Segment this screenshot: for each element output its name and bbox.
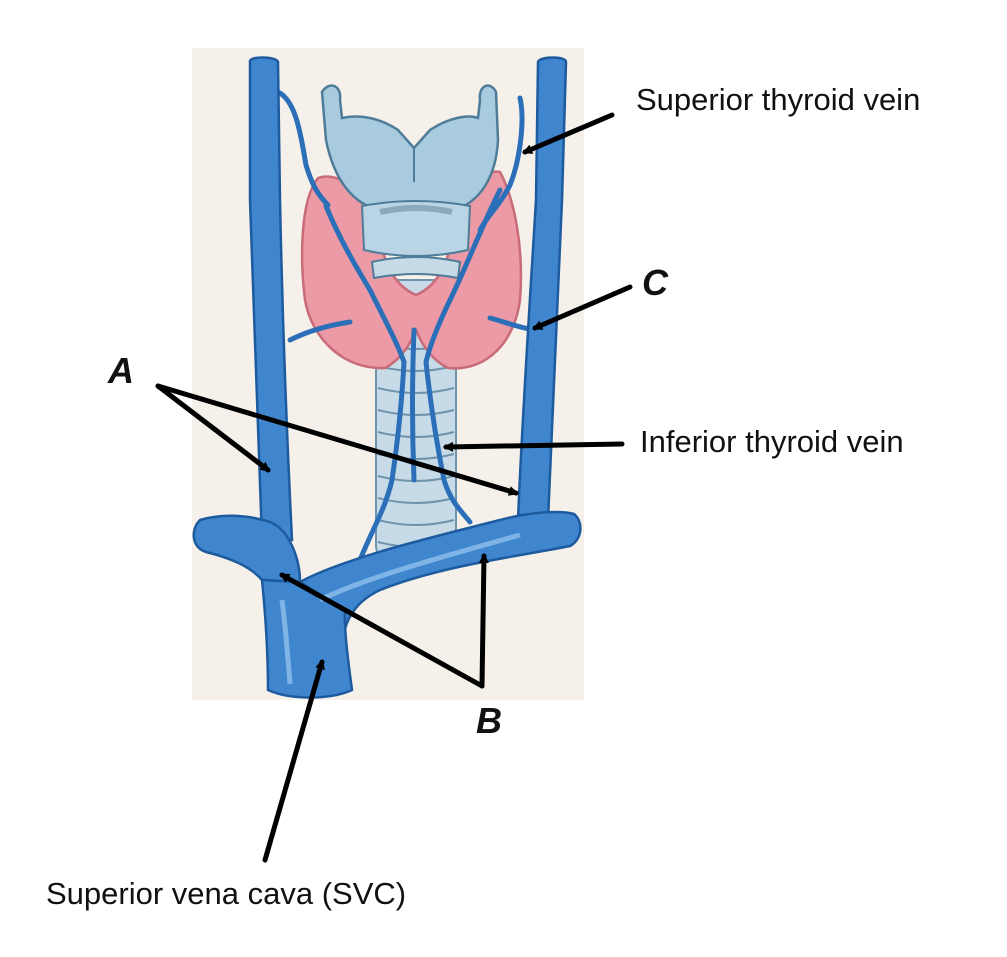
right-brachiocephalic-vein [298, 510, 582, 652]
internal-jugular-veins [248, 56, 568, 542]
label-a: A [108, 350, 134, 391]
left-internal-jugular-vein [248, 56, 294, 542]
right-internal-jugular-vein [516, 56, 568, 522]
arrow-c [532, 284, 633, 331]
label-inferior-thyroid-vein: Inferior thyroid vein [640, 424, 904, 459]
arrow-superior-thyroid-vein [522, 112, 615, 155]
arrow-b-left [279, 572, 485, 689]
arrow-b-right [478, 553, 489, 689]
label-superior-thyroid-vein: Superior thyroid vein [636, 82, 921, 117]
label-c: C [642, 262, 668, 303]
brachiocephalic-veins-and-svc [192, 510, 582, 699]
label-superior-vena-cava: Superior vena cava (SVC) [46, 876, 407, 911]
label-b: B [476, 700, 502, 741]
arrow-inferior-thyroid-vein [443, 441, 625, 452]
annotation-arrows [155, 112, 633, 863]
arrow-a-left [155, 383, 271, 473]
thyroid-cartilage [320, 84, 500, 280]
arrow-svc [262, 659, 325, 863]
arrow-a-right [155, 383, 519, 496]
thyroid-venous-plexus [275, 89, 538, 563]
